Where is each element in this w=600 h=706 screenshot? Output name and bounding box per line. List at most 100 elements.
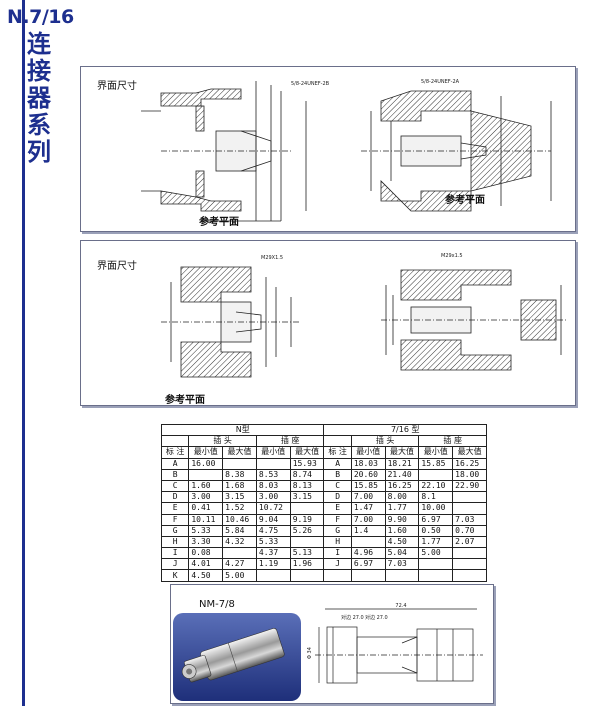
row-mark-cell: E: [160, 502, 190, 515]
value-cell: 7.03: [452, 513, 487, 526]
value-cell: 22.90: [452, 479, 487, 493]
value-cell: 16.25: [452, 457, 487, 470]
value-cell: [452, 569, 487, 582]
value-cell: 0.08: [188, 547, 224, 560]
row-mark-cell: C: [160, 479, 190, 493]
value-cell: 7.03: [384, 558, 420, 571]
header-mark-n: 标 注: [160, 446, 190, 459]
row-mark-cell: D: [160, 491, 190, 504]
group-header-n: N型: [160, 423, 325, 437]
value-cell: 5.33: [188, 524, 224, 537]
title-char-5: 列: [27, 138, 51, 166]
value-cell: 8.74: [289, 468, 325, 481]
value-cell: [418, 558, 454, 571]
value-cell: [452, 491, 487, 504]
dim-across-flats-a: 对边 27.0: [341, 614, 364, 621]
row-mark-cell: I: [323, 547, 352, 560]
row-mark-cell: A: [160, 457, 190, 470]
brand-vertical-line: [22, 0, 25, 706]
row-mark-cell: F: [323, 513, 352, 526]
row-mark-cell: F: [160, 513, 190, 526]
header-jack-716: 插 座: [418, 435, 487, 448]
value-cell: 1.60: [188, 479, 224, 493]
value-cell: [222, 547, 257, 560]
value-cell: 5.33: [255, 535, 291, 549]
title-char-1: 连: [27, 30, 51, 58]
value-cell: 8.13: [289, 479, 325, 493]
value-cell: 10.11: [188, 513, 224, 526]
value-cell: 3.00: [188, 491, 224, 504]
value-cell: 16.00: [188, 457, 224, 470]
row-mark-cell: K: [160, 569, 190, 582]
value-cell: 10.00: [418, 502, 454, 515]
adapter-drawing: 72.4 对边 27.0 对边 27.0 Φ 34: [307, 603, 483, 684]
value-cell: 4.27: [222, 558, 257, 571]
value-cell: 4.50: [188, 569, 224, 582]
value-cell: 3.30: [188, 535, 224, 549]
header-max: 最大值: [384, 446, 420, 459]
panel-label: 界面尺寸: [97, 81, 137, 92]
value-cell: 4.32: [222, 535, 257, 549]
value-cell: 10.72: [255, 502, 291, 515]
value-cell: 5.26: [289, 524, 325, 537]
value-cell: [255, 569, 291, 582]
value-cell: 3.15: [222, 491, 257, 504]
thread-callout-left: M29X1.5: [261, 255, 283, 261]
cell-empty: [160, 435, 190, 448]
panel-label: 界面尺寸: [97, 261, 137, 272]
value-cell: 8.00: [384, 491, 420, 504]
row-mark-cell: J: [323, 558, 352, 571]
series-code: N.7/16: [7, 6, 74, 28]
n-jack-drawing: 5/8-24UNEF-2B: [141, 81, 330, 222]
interface-panel-716: 界面尺寸 M29X1.5 参考平面 M29x1.5: [80, 240, 576, 406]
value-cell: [222, 457, 257, 470]
value-cell: 4.50: [384, 535, 420, 549]
thread-callout-left: 5/8-24UNEF-2B: [291, 81, 330, 87]
dim-length: 72.4: [395, 603, 406, 609]
value-cell: 6.97: [418, 513, 454, 526]
value-cell: 0.70: [452, 524, 487, 537]
value-cell: 1.52: [222, 502, 257, 515]
value-cell: 9.19: [289, 513, 325, 526]
value-cell: 3.00: [255, 491, 291, 504]
value-cell: 16.25: [384, 479, 420, 493]
thread-callout-right: 5/8-24UNEF-2A: [421, 79, 460, 85]
header-min: 最小值: [188, 446, 224, 459]
row-mark-cell: G: [323, 524, 352, 537]
value-cell: 8.1: [418, 491, 454, 504]
title-char-4: 系: [27, 111, 51, 139]
row-mark-cell: E: [323, 502, 352, 515]
value-cell: 15.85: [350, 479, 386, 493]
title-char-3: 器: [27, 84, 51, 112]
716-plug-drawing: M29x1.5: [381, 253, 566, 371]
value-cell: 5.84: [222, 524, 257, 537]
value-cell: 5.00: [418, 547, 454, 560]
row-mark-cell: G: [160, 524, 190, 537]
adapter-label: NM-7/8: [199, 599, 235, 610]
header-jack-n: 插 座: [255, 435, 325, 448]
row-mark-cell: H: [160, 535, 190, 549]
value-cell: 1.96: [289, 558, 325, 571]
header-min: 最小值: [350, 446, 386, 459]
header-max: 最大值: [452, 446, 487, 459]
value-cell: 1.4: [350, 524, 386, 537]
value-cell: 1.77: [418, 535, 454, 549]
value-cell: 22.10: [418, 479, 454, 493]
value-cell: 10.46: [222, 513, 257, 526]
value-cell: 4.01: [188, 558, 224, 571]
header-min: 最小值: [255, 446, 291, 459]
row-mark-cell: C: [323, 479, 352, 493]
value-cell: [289, 535, 325, 549]
row-mark-cell: [323, 569, 352, 582]
value-cell: 6.97: [350, 558, 386, 571]
value-cell: [350, 535, 386, 549]
row-mark-cell: J: [160, 558, 190, 571]
value-cell: [418, 468, 454, 481]
row-mark-cell: H: [323, 535, 352, 549]
value-cell: [188, 468, 224, 481]
